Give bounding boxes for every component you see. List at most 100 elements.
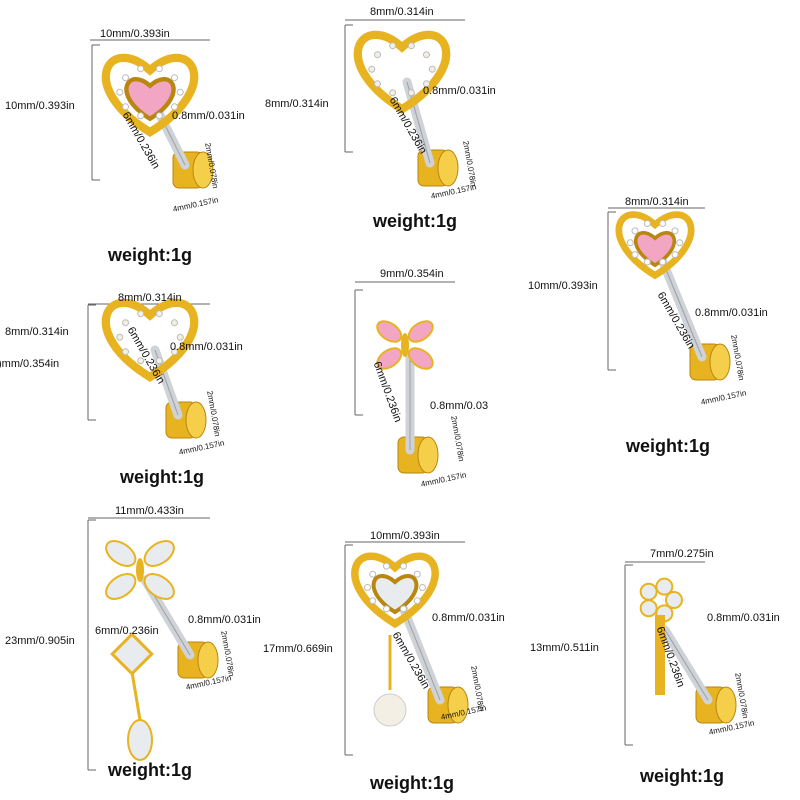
flower-petal <box>639 582 658 601</box>
weight-label: weight:1g <box>640 766 724 786</box>
crystal-accent <box>413 597 421 605</box>
gauge-label: 0.8mm/0.031in <box>695 307 768 319</box>
screw-ball-face <box>192 151 214 189</box>
crystal-accent <box>383 605 391 613</box>
heart-frame <box>101 298 199 382</box>
crystal-accent <box>389 42 397 50</box>
butterfly-wing <box>105 573 137 600</box>
crystal-accent <box>643 219 651 227</box>
width-label: 8mm/0.314in <box>118 292 182 304</box>
weight-label: weight:1g <box>108 760 192 780</box>
height-label: 8mm/0.314in <box>5 326 69 338</box>
gauge-label: 0.8mm/0.031in <box>423 85 496 97</box>
crystal-accent <box>137 112 145 120</box>
width-label: 11mm/0.433in <box>115 505 184 517</box>
width-label: 10mm/0.393in <box>370 530 440 542</box>
crystal-accent <box>122 103 130 111</box>
width-label: 8mm/0.314in <box>370 6 434 18</box>
flower-petal <box>639 599 658 618</box>
gauge-label: 0.8mm/0.031in <box>172 110 245 122</box>
crystal-accent <box>399 562 407 570</box>
width-label: 10mm/0.393in <box>100 28 170 40</box>
height-label: 17mm/0.669in <box>263 643 333 655</box>
crystal-accent <box>364 584 371 591</box>
crystal-accent <box>170 103 178 111</box>
crystal-accent <box>170 319 178 327</box>
crystal-accent <box>383 562 391 570</box>
screw-ball-face <box>437 149 459 187</box>
screw-ball-face <box>715 686 737 724</box>
width-label: 7mm/0.275in <box>650 548 714 560</box>
teardrop-crystal <box>127 719 153 761</box>
gauge-label: 0.8mm/0.031in <box>188 614 261 626</box>
butterfly-wing <box>407 320 434 343</box>
screw-ball-face <box>185 401 207 439</box>
crystal-accent <box>176 333 184 341</box>
key-stem <box>655 615 665 695</box>
crystal-accent <box>122 348 130 356</box>
butterfly-wing <box>376 347 403 370</box>
pearl-drop <box>373 693 407 727</box>
square-crystal <box>110 632 154 676</box>
heart-gemstone <box>124 77 176 122</box>
crystal-accent <box>122 74 130 82</box>
height-label: 13mm/0.511in <box>530 642 599 654</box>
crystal-accent <box>374 80 382 88</box>
weight-label: weight:1g <box>370 773 454 793</box>
gauge-label: 0.8mm/0.031in <box>707 612 780 624</box>
crystal-accent <box>631 227 639 235</box>
butterfly-wing <box>105 540 137 567</box>
weight-label: weight:1g <box>120 467 204 487</box>
crystal-accent <box>137 65 145 73</box>
crystal-accent <box>170 348 178 356</box>
heart-gemstone <box>371 574 419 615</box>
crystal-accent <box>626 239 634 247</box>
pin-length-label: 6mm/0.236in <box>95 625 159 637</box>
crystal-accent <box>137 357 145 365</box>
width-label: 9mm/0.354in <box>380 268 444 280</box>
crystal-accent <box>137 310 145 318</box>
crystal-accent <box>422 80 430 88</box>
flower-petal <box>665 591 683 609</box>
height-label: 23mm/0.905in <box>5 635 75 647</box>
crystal-accent <box>643 258 651 266</box>
crystal-accent <box>428 65 436 73</box>
heart-frame <box>351 552 439 629</box>
silver-bar-edge <box>664 629 709 701</box>
crystal-accent <box>422 51 430 59</box>
crystal-accent <box>368 65 376 73</box>
flower-petal <box>655 577 674 596</box>
crystal-accent <box>369 570 377 578</box>
height-label: 10mm/0.393in <box>5 100 75 112</box>
crystal-accent <box>374 51 382 59</box>
butterfly-wing <box>143 573 175 600</box>
heart-frame <box>615 211 695 280</box>
gauge-label: 0.8mm/0.031in <box>432 612 505 624</box>
width-label: 8mm/0.314in <box>625 196 689 208</box>
screw-ball-face <box>709 343 731 381</box>
butterfly-wing <box>376 320 403 343</box>
weight-label: weight:1g <box>108 245 192 265</box>
crystal-accent <box>155 357 163 365</box>
screw-ball-face <box>417 436 439 474</box>
gauge-label: 0.8mm/0.031in <box>170 341 243 353</box>
crystal-accent <box>413 570 421 578</box>
gauge-label: 0.8mm/0.03 <box>430 400 489 412</box>
weight-label: weight:1g <box>373 211 457 231</box>
crystal-accent <box>676 239 684 247</box>
crystal-accent <box>407 89 415 97</box>
crystal-accent <box>631 251 639 259</box>
crystal-accent <box>419 584 426 591</box>
crystal-accent <box>399 605 407 613</box>
crystal-accent <box>389 89 397 97</box>
crystal-accent <box>671 251 679 259</box>
height-label: )mm/0.354in <box>0 358 60 370</box>
butterfly-body <box>136 558 144 582</box>
crystal-accent <box>659 258 667 266</box>
height-label: 8mm/0.314in <box>265 98 329 110</box>
crystal-accent <box>671 227 679 235</box>
silver-bar-edge <box>659 254 703 358</box>
crystal-accent <box>170 74 178 82</box>
butterfly-wing <box>143 540 175 567</box>
